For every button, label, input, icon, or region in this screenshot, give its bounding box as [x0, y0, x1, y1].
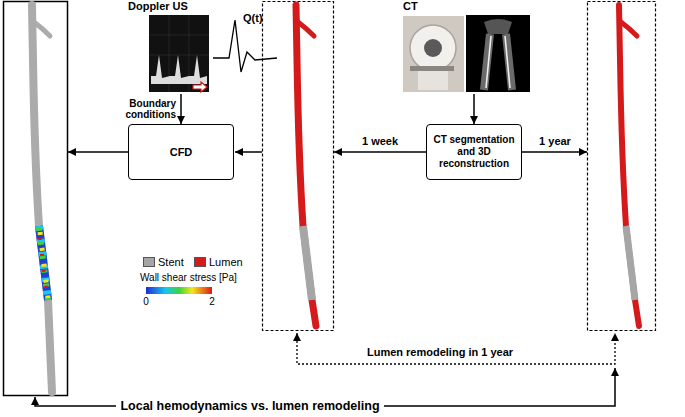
ultrasound-grid: [149, 15, 209, 92]
ct-legs: [484, 34, 512, 90]
wss-map: [40, 232, 48, 298]
wss-map: [39, 226, 48, 300]
flow-waveform: [213, 20, 277, 72]
connector-arrow: [473, 94, 475, 124]
lumen-model: [296, 5, 316, 326]
colorbar-tick: 0: [143, 296, 149, 308]
wss-map: [39, 226, 48, 300]
lumen-model: [619, 5, 639, 326]
ct-base: [418, 71, 448, 90]
flow-arrow: [68, 151, 128, 153]
flow-arrow: [334, 151, 426, 153]
vessel-branch: [298, 22, 314, 36]
ct-arteries: [486, 36, 510, 88]
result-frame: [4, 2, 68, 396]
vessel-branch: [34, 22, 50, 36]
axis-label: Q(t): [243, 12, 263, 25]
ct-gantry: [410, 25, 456, 71]
time-label: 1 year: [539, 135, 571, 148]
bottom-label: Local hemodynamics vs. lumen remodeling: [116, 399, 383, 414]
doppler-spectrum: [151, 55, 207, 84]
stent-model: [626, 226, 635, 300]
flow-arrow: [235, 151, 262, 153]
ultrasound-image: [149, 15, 209, 92]
vessel-branch: [621, 22, 637, 36]
colorbar-title: Wall shear stress [Pa]: [140, 272, 237, 284]
image-panel: CT: [400, 0, 532, 94]
model-frame: [588, 2, 656, 331]
pointer-arrow: [193, 82, 207, 92]
ct-bore: [424, 39, 442, 57]
wss-map: [39, 228, 48, 300]
legend-label: Stent: [158, 256, 184, 268]
ct-pelvis: [484, 19, 512, 34]
ct-table: [410, 66, 454, 71]
ct-scan-image: [466, 15, 530, 92]
legend-label: Lumen: [209, 256, 243, 268]
process-label: CFD: [170, 146, 193, 158]
image-heading: CT: [403, 0, 418, 13]
process-box: CT segmentation and 3D reconstruction: [426, 124, 522, 180]
wss-map: [40, 238, 47, 296]
process-label: CT segmentation and 3D reconstruction: [431, 134, 517, 170]
comparison-label: Lumen remodeling in 1 year: [367, 346, 513, 359]
flow-arrow: [522, 151, 587, 153]
colorbar-tick: 2: [209, 296, 215, 308]
vessel-model: [32, 5, 52, 392]
legend-swatch: [143, 257, 155, 267]
image-panel: Doppler US Q(t): [125, 0, 280, 94]
edge-label: Boundary conditions: [119, 98, 177, 120]
dotted-comparison-arrow: [297, 333, 615, 364]
process-box: CFD: [128, 124, 234, 180]
stent-model: [303, 226, 312, 300]
model-frame: [263, 2, 334, 331]
connector-arrow: [180, 94, 182, 124]
image-heading: Doppler US: [128, 0, 188, 13]
legend-swatch: [194, 257, 206, 267]
ct-scanner-photo: [403, 16, 464, 92]
time-label: 1 week: [362, 135, 398, 148]
color-bar: [146, 287, 212, 294]
